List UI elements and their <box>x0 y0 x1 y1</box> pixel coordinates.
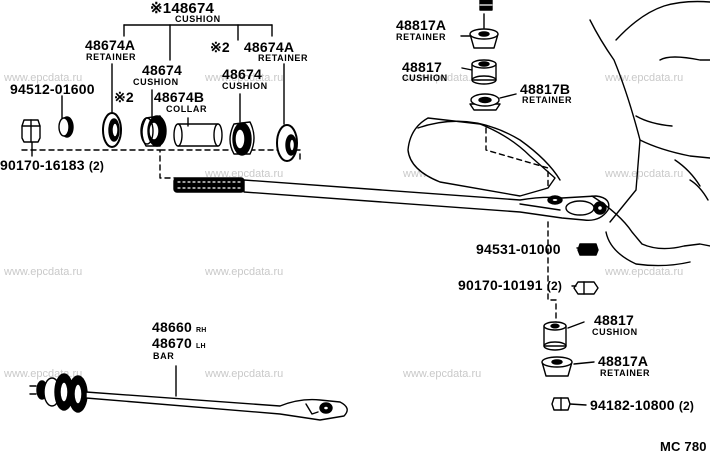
stud-top <box>479 0 493 11</box>
label-48817-bottom-number: 48817 <box>594 312 634 328</box>
label-94512-number: 94512-01600 <box>10 81 95 97</box>
label-48674A-left-number: 48674A <box>85 37 136 53</box>
watermark: www.epcdata.ru <box>205 72 284 84</box>
leader-lines <box>175 13 595 406</box>
label-48817-bottom-name: CUSHION <box>592 327 638 337</box>
retainer-48674A-left <box>102 112 122 148</box>
label-48660: 48660 RH <box>152 319 207 335</box>
nut-94182 <box>551 397 571 411</box>
label-48817A-top-number: 48817A <box>396 17 447 33</box>
label-48674A-right-name: RETAINER <box>258 53 309 63</box>
lower-arm-body <box>407 0 710 267</box>
bolt-90170-10191 <box>573 281 599 295</box>
label-48674-inner-name: CUSHION <box>133 77 179 87</box>
watermark: www.epcdata.ru <box>205 168 284 180</box>
cushion-48817-bottom <box>543 321 567 351</box>
collar-48674B <box>173 123 223 147</box>
label-48674-inner-number: 48674 <box>142 62 182 78</box>
callout-bracket-top <box>31 24 285 157</box>
dashed-stack-line-lower <box>547 221 557 327</box>
retainer-48817A-top <box>469 28 499 49</box>
label-48817-top-number: 48817 <box>402 59 442 75</box>
strut-bar-upper <box>173 177 610 221</box>
label-48674-number: ※148674 <box>150 0 215 17</box>
cushion-48674-right <box>229 121 255 156</box>
label-48817A-bottom-name: RETAINER <box>600 368 651 378</box>
label-48817A-top-name: RETAINER <box>396 32 447 42</box>
label-90170-16183: 90170-16183 (2) <box>0 157 105 173</box>
retainer-48674A-right <box>276 124 298 162</box>
watermark: www.epcdata.ru <box>205 368 284 380</box>
watermark: www.epcdata.ru <box>205 266 284 278</box>
dashed-assembly-outline <box>21 149 301 179</box>
label-48674B-name: COLLAR <box>166 104 208 114</box>
nut-94512 <box>21 119 41 143</box>
label-48670-name: BAR <box>153 351 175 361</box>
label-48674-right-name: CUSHION <box>222 81 268 91</box>
label-48674-right-number: 48674 <box>222 66 262 82</box>
watermark: www.epcdata.ru <box>605 72 684 84</box>
label-90170-10191: 90170-10191 (2) <box>458 277 563 293</box>
dashed-stack-line-upper <box>485 127 549 187</box>
nut-90170-16183 <box>58 116 74 138</box>
nut-94531 <box>577 243 599 256</box>
strut-bar-lower <box>29 373 348 421</box>
label-48817-top-name: CUSHION <box>402 73 448 83</box>
label-94182: 94182-10800 (2) <box>590 397 695 413</box>
watermark: www.epcdata.ru <box>403 72 482 84</box>
watermark: www.epcdata.ru <box>605 266 684 278</box>
diagram-code: MC 780 <box>660 439 707 454</box>
cushion-48674-left <box>140 115 167 147</box>
label-48670: 48670 LH <box>152 335 206 351</box>
retainer-48817B <box>469 93 501 111</box>
watermark: www.epcdata.ru <box>4 72 83 84</box>
label-48674-name: CUSHION <box>175 14 221 24</box>
label-48817B-name: RETAINER <box>522 95 573 105</box>
watermark: www.epcdata.ru <box>403 368 482 380</box>
label-94531-number: 94531-01000 <box>476 241 561 257</box>
label-48817A-bottom-number: 48817A <box>598 353 649 369</box>
watermark: www.epcdata.ru <box>605 168 684 180</box>
retainer-48817A-bottom <box>541 356 573 377</box>
label-48817B-number: 48817B <box>520 81 571 97</box>
label-48674A-left-name: RETAINER <box>86 52 137 62</box>
watermark: www.epcdata.ru <box>4 266 83 278</box>
cushion-48817-top <box>471 59 497 85</box>
